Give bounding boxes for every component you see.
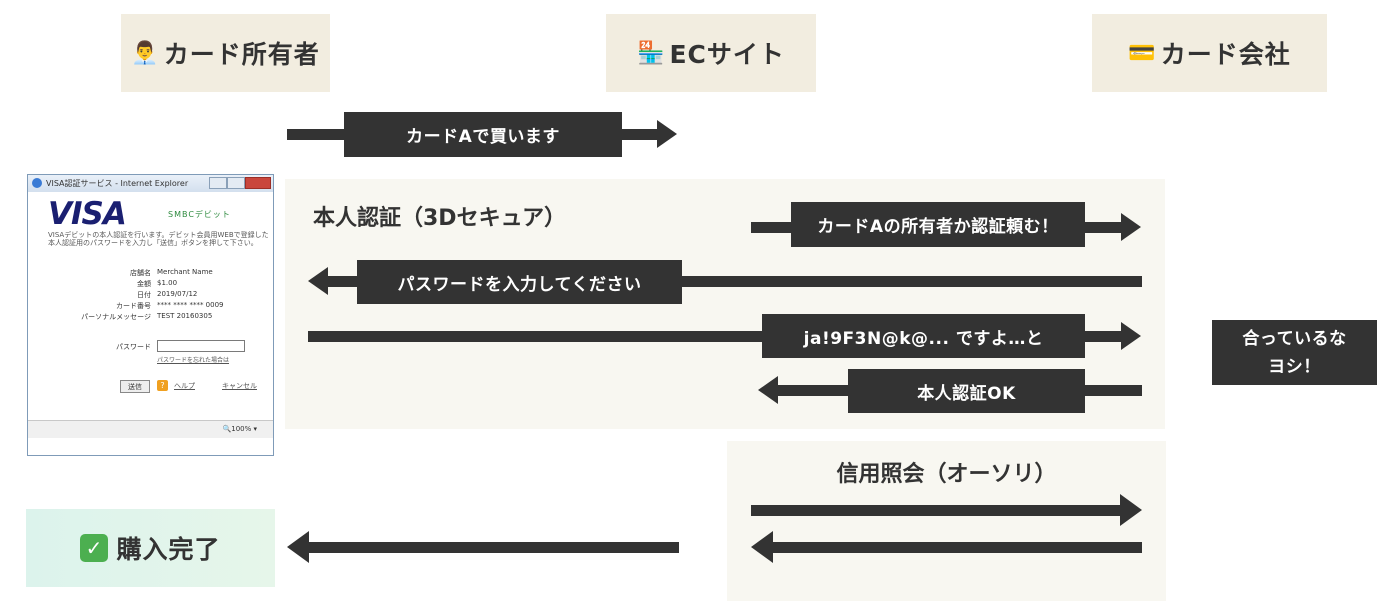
check-mark-icon: ✓ xyxy=(80,534,109,562)
purchase-complete-box: ✓ 購入完了 xyxy=(26,509,275,587)
field-value: 2019/07/12 xyxy=(157,290,198,298)
password-label: パスワード xyxy=(116,343,151,351)
message-auth-ok: 本人認証OK xyxy=(848,369,1085,413)
message-auth-request: カードAの所有者か認証頼む！ xyxy=(791,202,1085,247)
password-input[interactable] xyxy=(157,340,245,352)
help-icon: ? xyxy=(157,380,168,391)
arrow-right-icon xyxy=(1120,494,1142,526)
note-verified-line1: 合っているな xyxy=(1242,328,1347,349)
convenience-store-icon: 🏪 xyxy=(637,40,666,66)
note-verified-line2: ヨシ！ xyxy=(1268,356,1321,377)
field-row: 日付 2019/07/12 xyxy=(28,290,273,300)
minimize-icon[interactable] xyxy=(209,177,227,189)
actor-ec-site: 🏪 ECサイト xyxy=(606,14,816,92)
visa-auth-dialog: VISA認証サービス - Internet Explorer VISA SMBC… xyxy=(27,174,274,456)
field-value: Merchant Name xyxy=(157,268,213,276)
field-label: 日付 xyxy=(137,291,151,299)
arrow-left-icon xyxy=(758,376,778,404)
message-buy: カードAで買います xyxy=(344,112,622,157)
arrow-purchase-complete-shaft xyxy=(309,542,679,553)
field-value: $1.00 xyxy=(157,279,178,287)
actor-cardholder-label: カード所有者 xyxy=(163,40,320,69)
actor-cardholder: 👨‍💼 カード所有者 xyxy=(121,14,330,92)
internet-explorer-icon xyxy=(32,178,42,188)
help-link[interactable]: ヘルプ xyxy=(174,382,195,390)
arrow-authorization-request-shaft xyxy=(751,505,1121,516)
arrow-password-sent-shaft xyxy=(308,331,1123,342)
field-row: 金額 $1.00 xyxy=(28,279,273,289)
cancel-link[interactable]: キャンセル xyxy=(222,382,257,390)
message-enter-password: パスワードを入力してください xyxy=(357,260,682,304)
field-label: 金額 xyxy=(137,280,151,288)
dialog-window-title: VISA認証サービス - Internet Explorer xyxy=(46,179,189,188)
arrow-left-icon xyxy=(287,531,309,563)
panel-3d-secure-title: 本人認証（3Dセキュア） xyxy=(313,206,567,231)
arrow-left-icon xyxy=(308,267,328,295)
note-verified: 合っているな ヨシ！ xyxy=(1212,320,1377,385)
maximize-icon[interactable] xyxy=(227,177,245,189)
actor-card-company-label: カード会社 xyxy=(1160,40,1291,69)
actor-ec-site-label: ECサイト xyxy=(669,40,785,69)
panel-authorization-title: 信用照会（オーソリ） xyxy=(836,462,1057,487)
businessman-icon: 👨‍💼 xyxy=(131,40,160,66)
actor-card-company: 💳 カード会社 xyxy=(1092,14,1327,92)
forgot-password-link[interactable]: パスワードを忘れた場合は xyxy=(157,357,230,364)
close-icon[interactable] xyxy=(245,177,271,189)
password-row: パスワード xyxy=(28,342,273,352)
arrow-right-icon xyxy=(1121,322,1141,350)
send-button[interactable]: 送信 xyxy=(120,380,150,393)
field-label: カード番号 xyxy=(116,302,151,310)
dialog-body: VISA SMBCデビット VISAデビットの本人認証を行います。デビット会員用… xyxy=(28,192,273,438)
visa-logo: VISA xyxy=(48,196,127,232)
dialog-titlebar: VISA認証サービス - Internet Explorer xyxy=(28,175,273,192)
field-row: カード番号 **** **** **** 0009 xyxy=(28,301,273,311)
smbc-debit-logo: SMBCデビット xyxy=(168,210,231,219)
purchase-complete-label: 購入完了 xyxy=(116,535,221,564)
arrow-left-icon xyxy=(751,531,773,563)
field-row: パーソナルメッセージ TEST 20160305 xyxy=(28,312,273,322)
field-label: 店舗名 xyxy=(130,269,151,277)
dialog-statusbar: 🔍100% ▾ xyxy=(28,420,273,438)
credit-card-icon: 💳 xyxy=(1128,40,1157,66)
panel-authorization xyxy=(727,441,1166,601)
field-value: TEST 20160305 xyxy=(157,312,213,320)
field-label: パーソナルメッセージ xyxy=(81,313,151,321)
arrow-enter-password-shaft xyxy=(326,276,1142,287)
dialog-intro-text: VISAデビットの本人認証を行います。デビット会員用WEBで登録した本人認証用の… xyxy=(48,231,269,247)
message-password-sent: ja!9F3N@k@... ですよ…と xyxy=(762,314,1085,358)
field-row: 店舗名 Merchant Name xyxy=(28,268,273,278)
field-value: **** **** **** 0009 xyxy=(157,301,224,309)
arrow-right-icon xyxy=(1121,213,1141,241)
arrow-authorization-response-shaft xyxy=(772,542,1142,553)
arrow-right-icon xyxy=(657,120,677,148)
zoom-level[interactable]: 🔍100% ▾ xyxy=(222,425,257,433)
